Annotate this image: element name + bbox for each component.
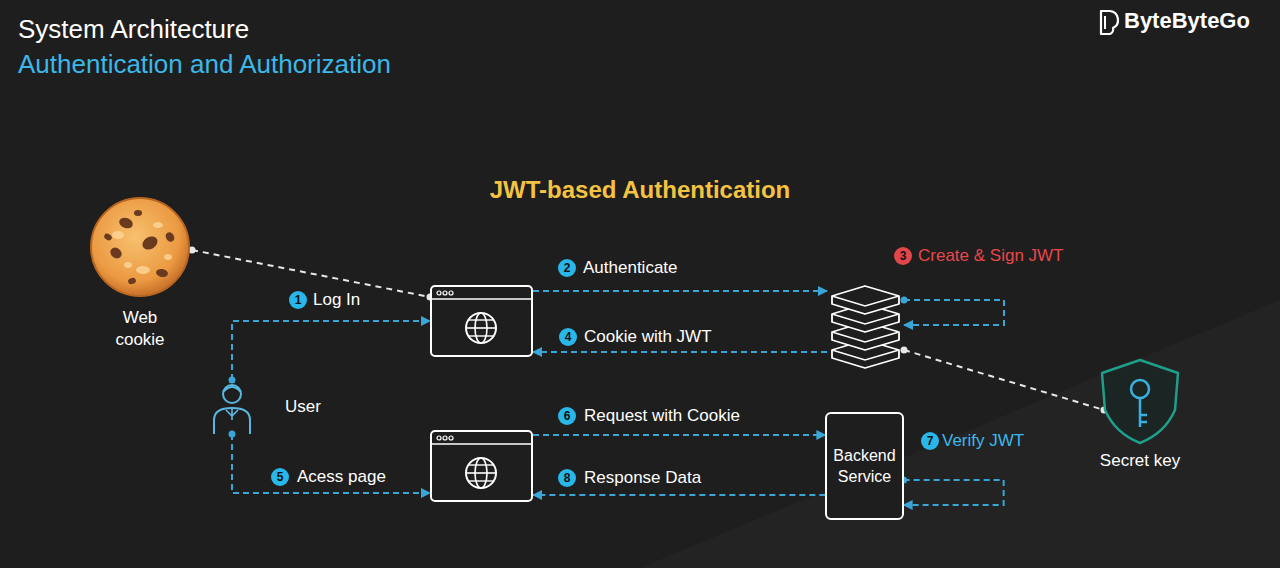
browser-picture bbox=[430, 430, 533, 502]
connector bbox=[904, 480, 1004, 505]
connector bbox=[533, 290, 827, 292]
connector-dot bbox=[901, 347, 908, 354]
subtitle: Authentication and Authorization bbox=[18, 49, 391, 80]
connector bbox=[232, 321, 430, 380]
node-label: User bbox=[285, 397, 321, 417]
connector bbox=[533, 351, 827, 353]
edge-label: Log In bbox=[311, 290, 362, 310]
callout-number: 4 bbox=[559, 328, 577, 346]
user-node: User bbox=[210, 380, 321, 434]
connector-dot bbox=[901, 297, 908, 304]
connector bbox=[232, 434, 430, 493]
service-box: Backend Service bbox=[825, 412, 903, 520]
node-label: Backend Service bbox=[833, 445, 895, 487]
browser-window bbox=[430, 430, 533, 502]
step-note: Verify JWT bbox=[942, 431, 1024, 451]
section-heading: JWT-based Authentication bbox=[490, 176, 790, 204]
callout-number: 3 bbox=[894, 247, 912, 265]
server-picture bbox=[827, 282, 904, 374]
secret-key-node: Secret key bbox=[1090, 355, 1190, 471]
edge-label: Response Data bbox=[582, 468, 703, 488]
node-label: Web cookie bbox=[115, 307, 164, 351]
edge-label: Authenticate bbox=[581, 258, 680, 278]
node-label: Secret key bbox=[1100, 451, 1180, 471]
connector-dot bbox=[229, 377, 236, 384]
connector bbox=[533, 434, 825, 436]
page-title: System Architecture bbox=[18, 14, 249, 45]
callout-number: 2 bbox=[558, 259, 576, 277]
browser-picture bbox=[430, 285, 533, 357]
shield-picture bbox=[1090, 355, 1190, 445]
callout-number: 5 bbox=[271, 468, 289, 486]
callout-number: 7 bbox=[921, 432, 939, 450]
brand-name: ByteByteGo bbox=[1124, 8, 1250, 34]
edge-label: Request with Cookie bbox=[582, 406, 742, 426]
callout-number: 8 bbox=[558, 469, 576, 487]
connector bbox=[904, 300, 1004, 325]
step-note: Create & Sign JWT bbox=[918, 246, 1064, 266]
connector bbox=[533, 494, 825, 496]
callout-number: 6 bbox=[558, 407, 576, 425]
cookie-picture bbox=[88, 195, 192, 299]
cookie-node: Web cookie bbox=[88, 195, 192, 351]
logo-icon bbox=[1101, 11, 1118, 34]
browser-window bbox=[430, 285, 533, 357]
edge-label: Cookie with JWT bbox=[582, 327, 714, 347]
user-picture bbox=[210, 380, 254, 434]
edge-label: Acess page bbox=[295, 467, 388, 487]
callout-number: 1 bbox=[289, 291, 307, 309]
server-stack bbox=[827, 282, 904, 374]
connector bbox=[904, 350, 1104, 410]
connector-dot bbox=[229, 431, 236, 438]
